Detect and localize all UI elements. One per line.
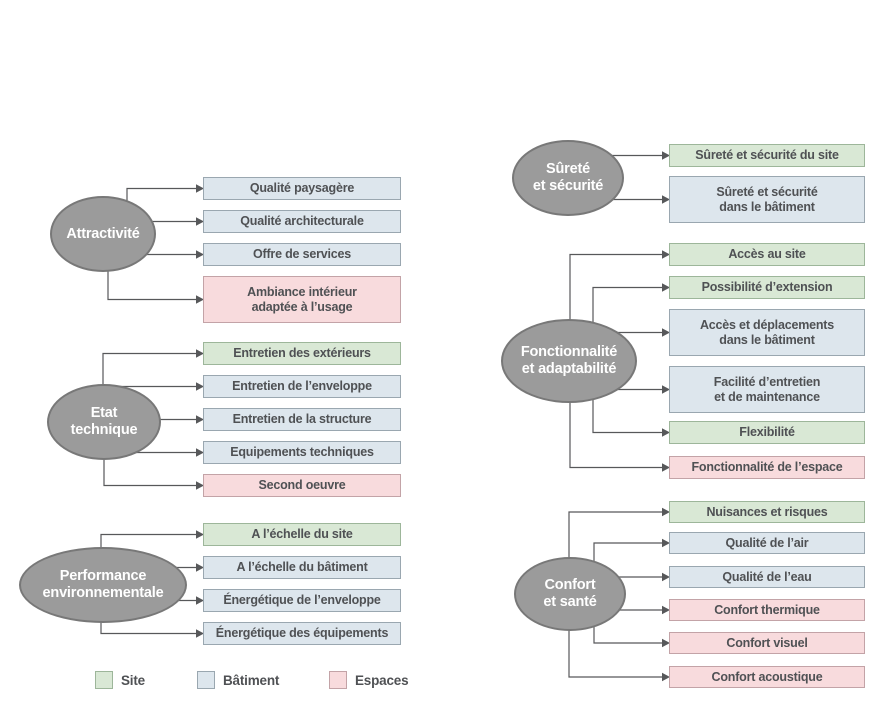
arrowhead-icon [196, 530, 204, 539]
legend-swatch-espaces-icon [329, 671, 347, 689]
arrowhead-icon [662, 638, 670, 648]
legend-label-batiment: Bâtiment [223, 672, 280, 688]
arrowhead-icon [662, 250, 670, 259]
criterion-box-performance-environnementale-3: Énergétique de l’enveloppe [203, 589, 401, 612]
criterion-box-attractivite-3: Offre de services [203, 243, 401, 266]
criterion-box-fonctionnalite-et-adaptabilite-1: Accès au site [669, 243, 865, 266]
arrowhead-icon [196, 217, 204, 226]
arrowhead-icon [196, 596, 204, 605]
category-ellipse-attractivite: Attractivité [50, 196, 156, 272]
category-ellipse-fonctionnalite-et-adaptabilite: Fonctionnalité et adaptabilité [501, 319, 637, 403]
arrowhead-icon [196, 184, 204, 193]
arrowhead-icon [196, 629, 204, 638]
arrowhead-icon [196, 349, 204, 358]
criterion-box-fonctionnalite-et-adaptabilite-5: Flexibilité [669, 421, 865, 444]
criterion-box-performance-environnementale-1: A l’échelle du site [203, 523, 401, 546]
criterion-box-surete-et-securite-1: Sûreté et sécurité du site [669, 144, 865, 167]
arrowhead-icon [662, 385, 670, 394]
arrowhead-icon [196, 563, 204, 572]
arrowhead-icon [662, 538, 670, 548]
legend-swatch-site-icon [95, 671, 113, 689]
arrowhead-icon [662, 605, 670, 615]
category-ellipse-surete-et-securite: Sûreté et sécurité [512, 140, 624, 216]
legend-item-espaces: Espaces [329, 671, 409, 689]
criterion-box-fonctionnalite-et-adaptabilite-3: Accès et déplacements dans le bâtiment [669, 309, 865, 356]
arrowhead-icon [196, 481, 204, 490]
category-ellipse-performance-environnementale: Performance environnementale [19, 547, 187, 623]
arrowhead-icon [196, 448, 204, 457]
arrowhead-icon [196, 415, 204, 424]
category-ellipse-confort-et-sante: Confort et santé [514, 557, 626, 631]
criterion-box-etat-technique-5: Second oeuvre [203, 474, 401, 497]
arrowhead-icon [662, 463, 670, 472]
arrowhead-icon [662, 672, 670, 682]
arrowhead-icon [662, 195, 670, 204]
criterion-box-confort-et-sante-4: Confort thermique [669, 599, 865, 621]
category-ellipse-etat-technique: Etat technique [47, 384, 161, 460]
arrowhead-icon [662, 328, 670, 337]
criterion-box-confort-et-sante-6: Confort acoustique [669, 666, 865, 688]
criterion-box-fonctionnalite-et-adaptabilite-4: Facilité d’entretien et de maintenance [669, 366, 865, 413]
criterion-box-confort-et-sante-1: Nuisances et risques [669, 501, 865, 523]
arrowhead-icon [662, 572, 670, 582]
legend-swatch-batiment-icon [197, 671, 215, 689]
criterion-box-attractivite-4: Ambiance intérieur adaptée à l’usage [203, 276, 401, 323]
criterion-box-confort-et-sante-3: Qualité de l’eau [669, 566, 865, 588]
criterion-box-attractivite-1: Qualité paysagère [203, 177, 401, 200]
arrowhead-icon [196, 295, 204, 304]
criterion-box-etat-technique-3: Entretien de la structure [203, 408, 401, 431]
legend-label-site: Site [121, 672, 145, 688]
criterion-box-etat-technique-1: Entretien des extérieurs [203, 342, 401, 365]
criterion-box-etat-technique-4: Equipements techniques [203, 441, 401, 464]
arrowhead-icon [196, 382, 204, 391]
arrowhead-icon [662, 428, 670, 437]
arrowhead-icon [662, 283, 670, 292]
arrowhead-icon [196, 250, 204, 259]
arrowhead-icon [662, 507, 670, 517]
criterion-box-attractivite-2: Qualité architecturale [203, 210, 401, 233]
criterion-box-etat-technique-2: Entretien de l’enveloppe [203, 375, 401, 398]
criterion-box-fonctionnalite-et-adaptabilite-6: Fonctionnalité de l’espace [669, 456, 865, 479]
criterion-box-performance-environnementale-2: A l’échelle du bâtiment [203, 556, 401, 579]
criterion-box-performance-environnementale-4: Énergétique des équipements [203, 622, 401, 645]
criterion-box-surete-et-securite-2: Sûreté et sécurité dans le bâtiment [669, 176, 865, 223]
criterion-box-confort-et-sante-5: Confort visuel [669, 632, 865, 654]
legend-item-batiment: Bâtiment [197, 671, 279, 689]
criterion-box-fonctionnalite-et-adaptabilite-2: Possibilité d’extension [669, 276, 865, 299]
criterion-box-confort-et-sante-2: Qualité de l’air [669, 532, 865, 554]
arrowhead-icon [662, 151, 670, 160]
legend-label-espaces: Espaces [355, 672, 409, 688]
legend-item-site: Site [95, 671, 145, 689]
